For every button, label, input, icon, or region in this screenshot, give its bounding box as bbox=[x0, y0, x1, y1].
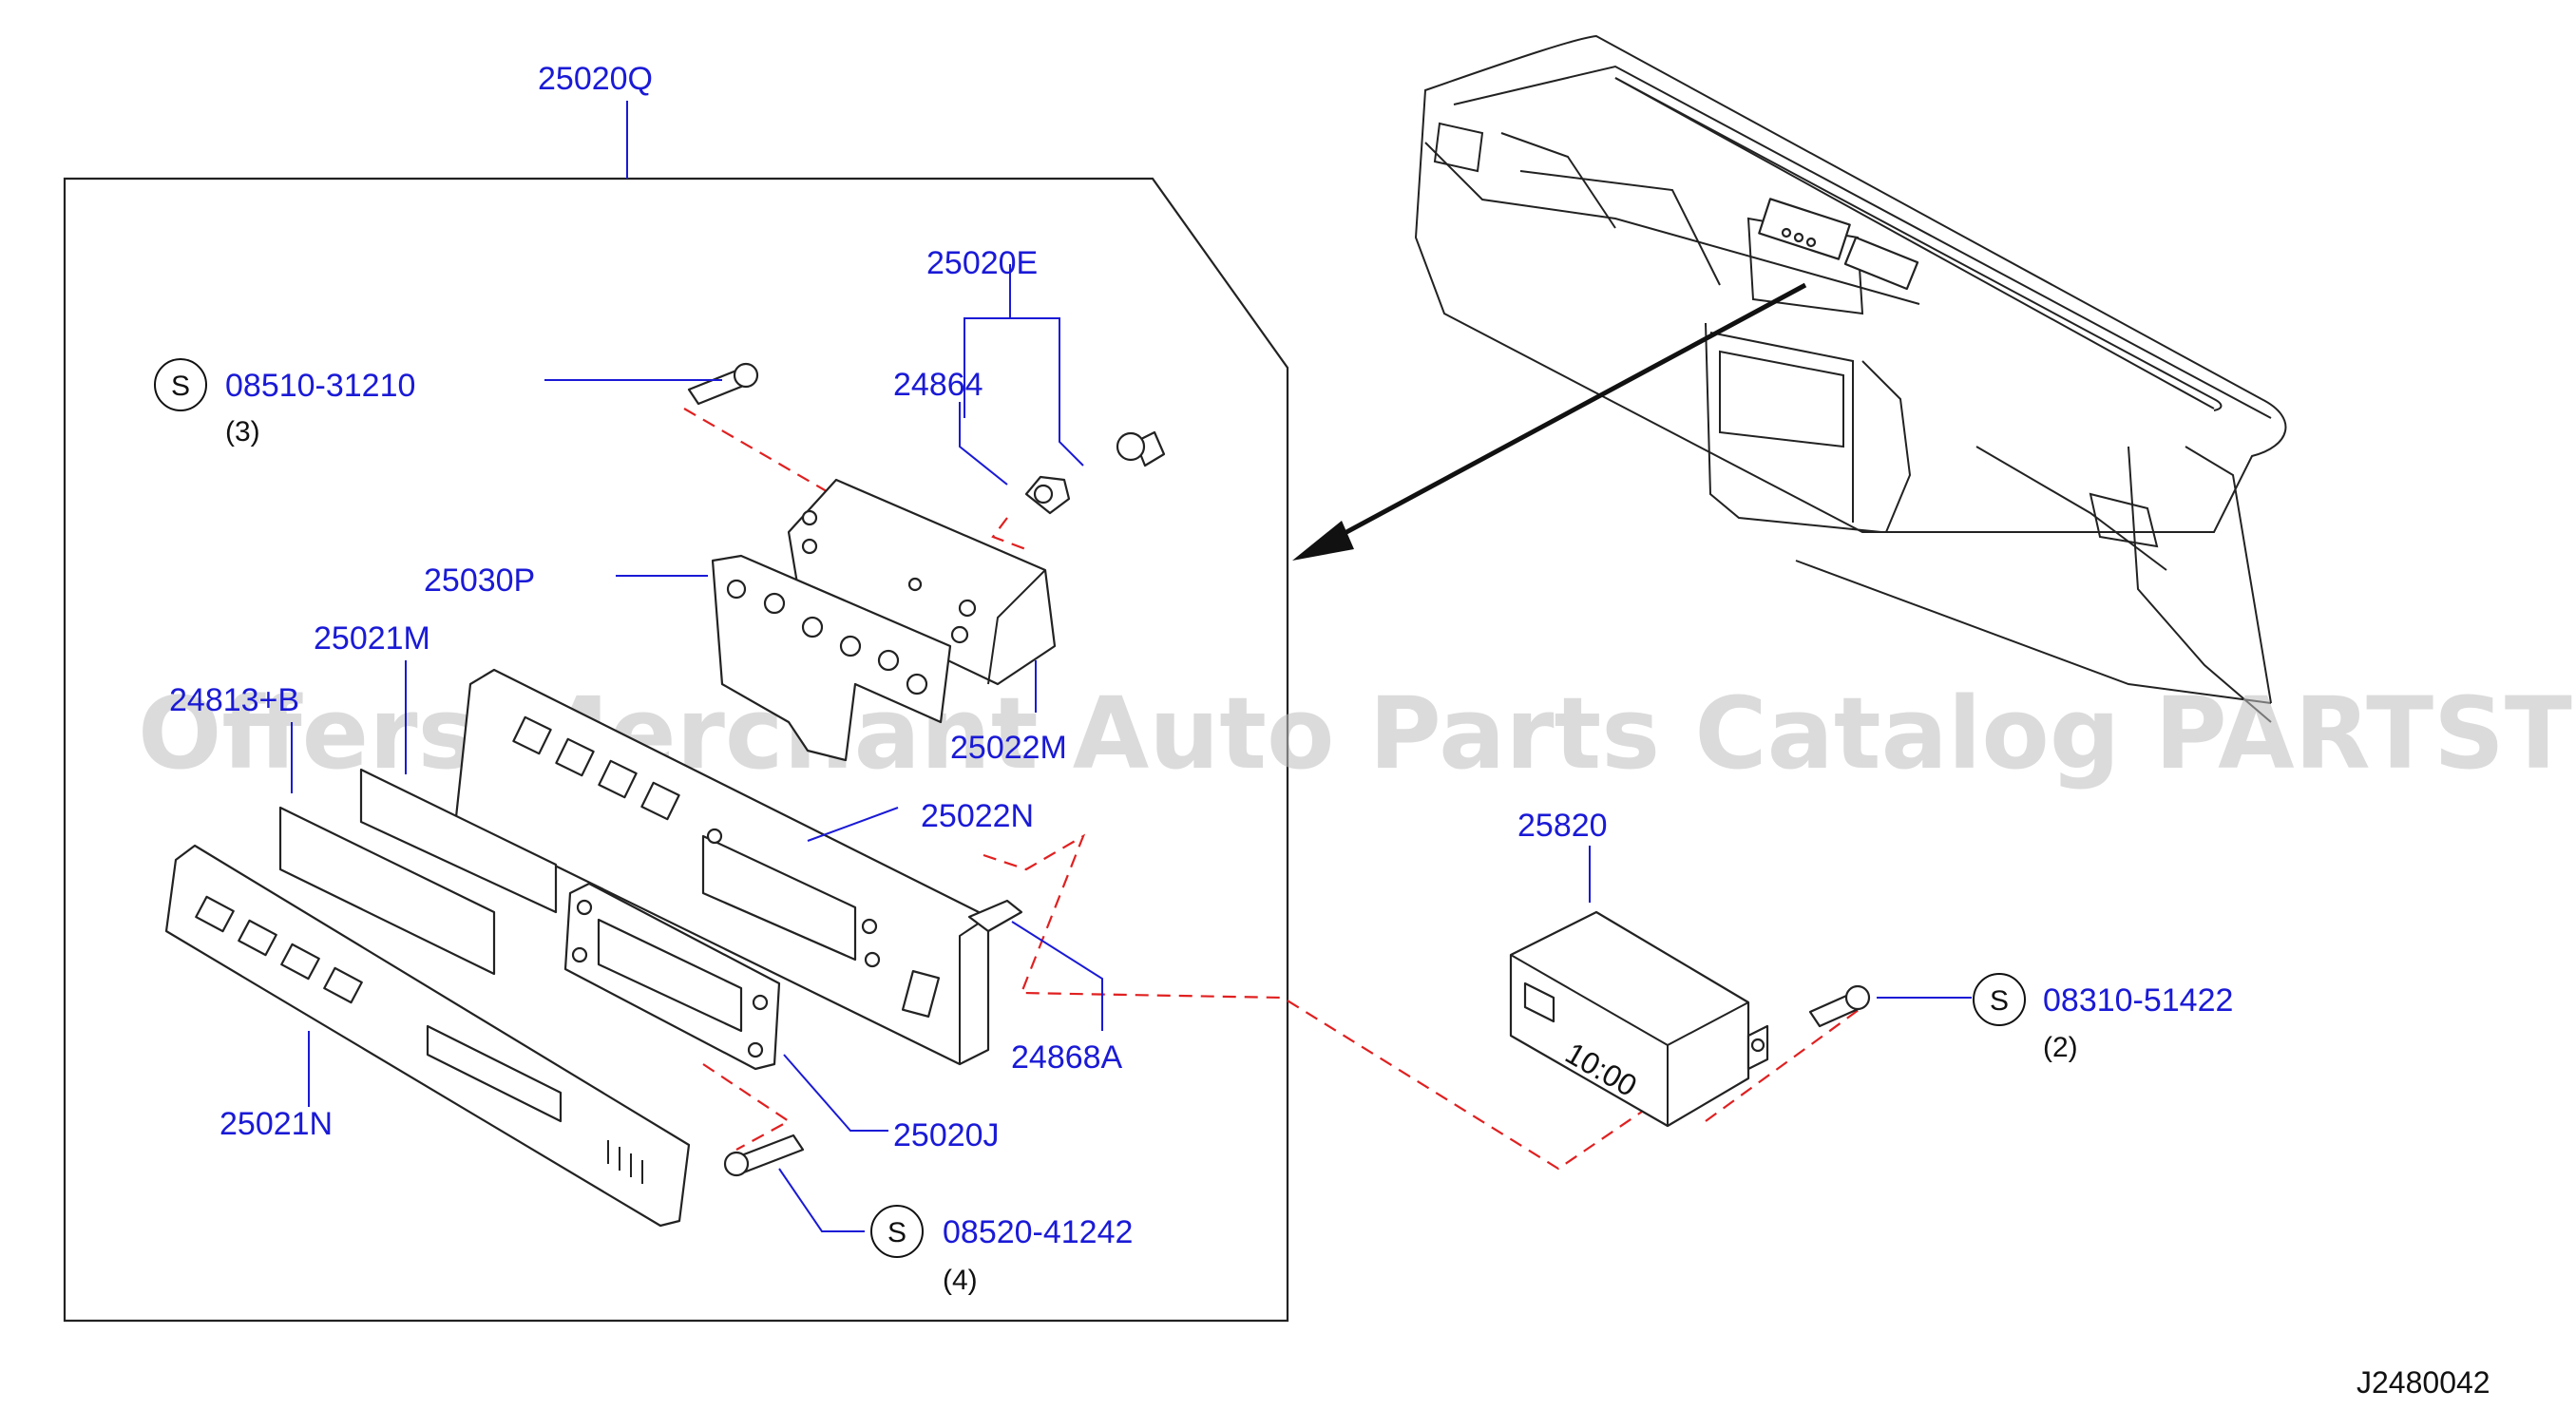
leader-24868A bbox=[1011, 921, 1103, 1031]
part-label-25022N[interactable]: 25022N bbox=[921, 798, 1034, 834]
leader-25020J bbox=[783, 1054, 888, 1132]
screw-callout-08510[interactable]: S 08510-31210 (3) bbox=[154, 358, 415, 448]
part-label-25022M[interactable]: 25022M bbox=[950, 730, 1067, 766]
lamp-housing bbox=[787, 478, 1057, 686]
part-label-24813B[interactable]: 24813+B bbox=[169, 682, 299, 718]
front-finisher bbox=[164, 844, 691, 1228]
leader-25020E-right bbox=[1010, 317, 1084, 467]
part-label-25820[interactable]: 25820 bbox=[1517, 808, 1608, 844]
screw-callout-08520[interactable]: S 08520-41242 (4) bbox=[870, 1205, 1133, 1296]
part-label-24864[interactable]: 24864 bbox=[893, 367, 983, 403]
install-line-bulb bbox=[991, 517, 1032, 553]
leader-25020E-left bbox=[964, 264, 1011, 418]
leader-24864 bbox=[959, 402, 1008, 486]
lens-strip bbox=[278, 806, 496, 976]
part-label-25021N[interactable]: 25021N bbox=[219, 1106, 333, 1142]
leader-25022N bbox=[807, 807, 899, 842]
arrow-head bbox=[1292, 521, 1354, 561]
install-line-clock bbox=[983, 833, 1768, 1171]
gasket-plate bbox=[711, 554, 952, 762]
part-label-25020J[interactable]: 25020J bbox=[893, 1117, 1000, 1153]
screw-symbol: S bbox=[887, 1217, 906, 1248]
small-bezel bbox=[563, 882, 781, 1071]
screw-symbol: S bbox=[1990, 985, 2009, 1017]
clip bbox=[967, 899, 1023, 933]
screw-quantity: (3) bbox=[225, 416, 260, 448]
standard-part-icon bbox=[870, 1205, 924, 1258]
assembly-arrow bbox=[1309, 282, 1807, 554]
install-line-screw3 bbox=[1705, 1006, 1863, 1122]
screw-callout-08310[interactable]: S 08310-51422 (2) bbox=[1973, 973, 2233, 1063]
screw-quantity: (4) bbox=[943, 1265, 978, 1296]
screw-symbol: S bbox=[171, 371, 190, 402]
install-line-screw1 bbox=[683, 408, 832, 495]
part-label-25020E[interactable]: 25020E bbox=[926, 245, 1038, 281]
screw-quantity: (2) bbox=[2043, 1032, 2078, 1063]
display-plate bbox=[359, 768, 558, 914]
screw-part-number[interactable]: 08310-51422 bbox=[2043, 982, 2233, 1019]
dashboard-illustration bbox=[1414, 34, 2287, 723]
part-label-24868A[interactable]: 24868A bbox=[1011, 1039, 1123, 1076]
bulb-socket bbox=[1024, 430, 1166, 515]
leader-08520 bbox=[778, 1168, 865, 1232]
screw-08520 bbox=[723, 1134, 805, 1177]
screw-08310 bbox=[1808, 984, 1871, 1028]
standard-part-icon bbox=[1973, 973, 2026, 1026]
screw-part-number[interactable]: 08510-31210 bbox=[225, 368, 415, 404]
clock-unit: 10:00 bbox=[1509, 910, 1769, 1128]
screw-part-number[interactable]: 08520-41242 bbox=[943, 1214, 1133, 1250]
standard-part-icon bbox=[154, 358, 207, 411]
assembly-label[interactable]: 25020Q bbox=[538, 61, 653, 97]
part-label-25030P[interactable]: 25030P bbox=[424, 562, 535, 599]
part-label-25021M[interactable]: 25021M bbox=[314, 620, 430, 657]
screw-08510 bbox=[687, 362, 759, 406]
diagram-code: J2480042 bbox=[2357, 1365, 2490, 1400]
assembly-frame bbox=[63, 177, 1289, 1323]
install-line-screw2 bbox=[702, 1063, 792, 1151]
